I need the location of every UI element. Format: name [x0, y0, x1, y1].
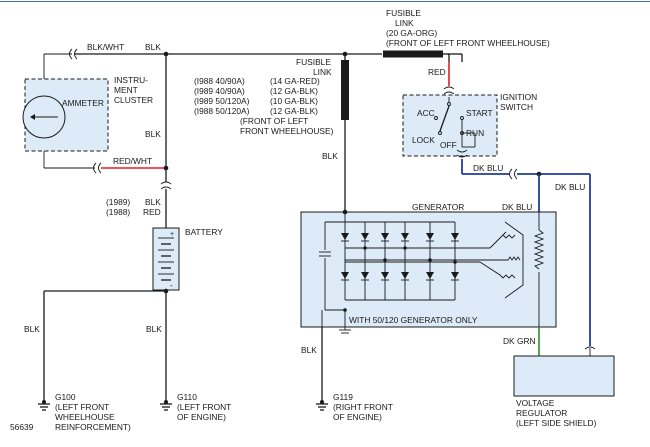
- label-g100: G100: [55, 392, 76, 402]
- label-g110-2: (LEFT FRONT: [177, 402, 231, 412]
- label-with-generator: WITH 50/120 GENERATOR ONLY: [349, 315, 478, 325]
- fusible-link-top-icon: [383, 50, 443, 58]
- label-voltage-regulator-1: VOLTAGE: [516, 398, 555, 408]
- battery: + -: [43, 227, 180, 402]
- label-g100-2: (LEFT FRONT: [55, 402, 109, 412]
- splice-red-wht: [163, 165, 169, 171]
- label-year-spec-1: (I988 40/90A): [194, 76, 245, 86]
- ground-g110-icon: [160, 400, 172, 411]
- generator-box: [300, 211, 557, 328]
- ground-g119-icon: [316, 400, 328, 411]
- label-instrument-1: INSTRU-: [114, 75, 148, 85]
- fusible-link-mid-icon: [341, 60, 349, 120]
- label-red-ignition: RED: [428, 67, 446, 77]
- label-g119: G119: [333, 392, 353, 402]
- label-g119-3: OF ENGINE): [333, 412, 382, 422]
- label-ignition-2: SWITCH: [500, 102, 533, 112]
- label-gauge-1: (14 GA-RED): [270, 76, 320, 86]
- label-fusible-link-top-4: (FRONT OF LEFT FRONT WHEELHOUSE): [386, 38, 550, 48]
- label-blk-bat: BLK: [146, 324, 162, 334]
- svg-text:-: -: [170, 281, 173, 290]
- ground-g100-icon: [38, 400, 50, 411]
- generator: [300, 209, 557, 402]
- label-off: OFF: [440, 140, 457, 150]
- connector-red-wht-b: [98, 162, 102, 174]
- label-ammeter: AMMETER: [62, 98, 104, 108]
- label-front-wheelhouse-1: (FRONT OF LEFT: [240, 116, 308, 126]
- label-blk-mid: BLK: [145, 129, 161, 139]
- label-blk-1989: BLK: [145, 197, 161, 207]
- dk-blu-wiring: [461, 159, 596, 350]
- label-g110-3: OF ENGINE): [177, 412, 226, 422]
- label-year-1988: (1988): [106, 207, 130, 217]
- label-front-wheelhouse-2: FRONT WHEELHOUSE): [240, 126, 334, 136]
- label-fusible-link-top-3: (20 GA-ORG): [386, 28, 437, 38]
- label-run: RUN: [466, 128, 484, 138]
- instrument-cluster: [22, 53, 166, 174]
- label-blk-wht: BLK/WHT: [87, 42, 124, 52]
- label-ignition-1: IGNITION: [500, 92, 537, 102]
- label-g110: G110: [177, 392, 197, 402]
- label-red-wht: RED/WHT: [113, 156, 152, 166]
- label-instrument-2: MENT: [114, 85, 138, 95]
- label-gauge-4: (12 GA-BLK): [270, 106, 318, 116]
- battery-feed: [160, 54, 172, 228]
- label-voltage-regulator-3: (LEFT SIDE SHIELD): [516, 418, 597, 428]
- label-fusible-link-mid-2: LINK: [313, 67, 332, 77]
- connector-red-wht-a: [93, 162, 97, 174]
- voltage-regulator: [513, 327, 615, 397]
- label-year-spec-3: (I989 50/120A): [194, 96, 250, 106]
- label-year-spec-2: (I989 40/90A): [194, 86, 245, 96]
- battery-box: [152, 227, 180, 291]
- label-year-1989: (1989): [106, 197, 130, 207]
- label-fusible-link-top-1: FUSIBLE: [386, 8, 421, 18]
- label-g119-2: (RIGHT FRONT: [333, 402, 393, 412]
- label-dk-grn: DK GRN: [503, 336, 536, 346]
- label-acc: ACC: [417, 108, 435, 118]
- label-year-spec-4: (I988 50/120A): [194, 106, 250, 116]
- label-instrument-3: CLUSTER: [114, 95, 153, 105]
- label-dk-blu-left: DK BLU: [473, 163, 503, 173]
- label-blk-gen: BLK: [322, 151, 338, 161]
- label-gauge-3: (10 GA-BLK): [270, 96, 318, 106]
- svg-text:+: +: [170, 231, 174, 238]
- label-generator: GENERATOR: [412, 202, 464, 212]
- label-dk-blu-gen: DK BLU: [502, 202, 532, 212]
- label-blk-top: BLK: [145, 42, 161, 52]
- label-gauge-2: (12 GA-BLK): [270, 86, 318, 96]
- label-battery: BATTERY: [185, 227, 223, 237]
- label-lock: LOCK: [412, 135, 435, 145]
- label-fusible-link-mid-1: FUSIBLE: [296, 57, 331, 67]
- label-voltage-regulator-2: REGULATOR: [516, 408, 567, 418]
- label-g100-4: REINFORCEMENT): [55, 422, 131, 432]
- connector-top-left-b: [74, 48, 78, 60]
- ignition-switch: [402, 54, 498, 158]
- label-fusible-link-top-2: LINK: [395, 18, 414, 28]
- top-bus: [69, 48, 462, 60]
- label-red-1988: RED: [143, 207, 161, 217]
- figure-number: 56639: [10, 422, 34, 432]
- label-blk-left: BLK: [24, 324, 40, 334]
- label-g100-3: WHEELHOUSE: [55, 412, 115, 422]
- label-dk-blu-right: DK BLU: [555, 182, 585, 192]
- fusible-link-mid: [341, 54, 349, 212]
- voltage-regulator-box: [513, 355, 615, 397]
- label-start: START: [466, 108, 493, 118]
- label-blk-gnd: BLK: [301, 345, 317, 355]
